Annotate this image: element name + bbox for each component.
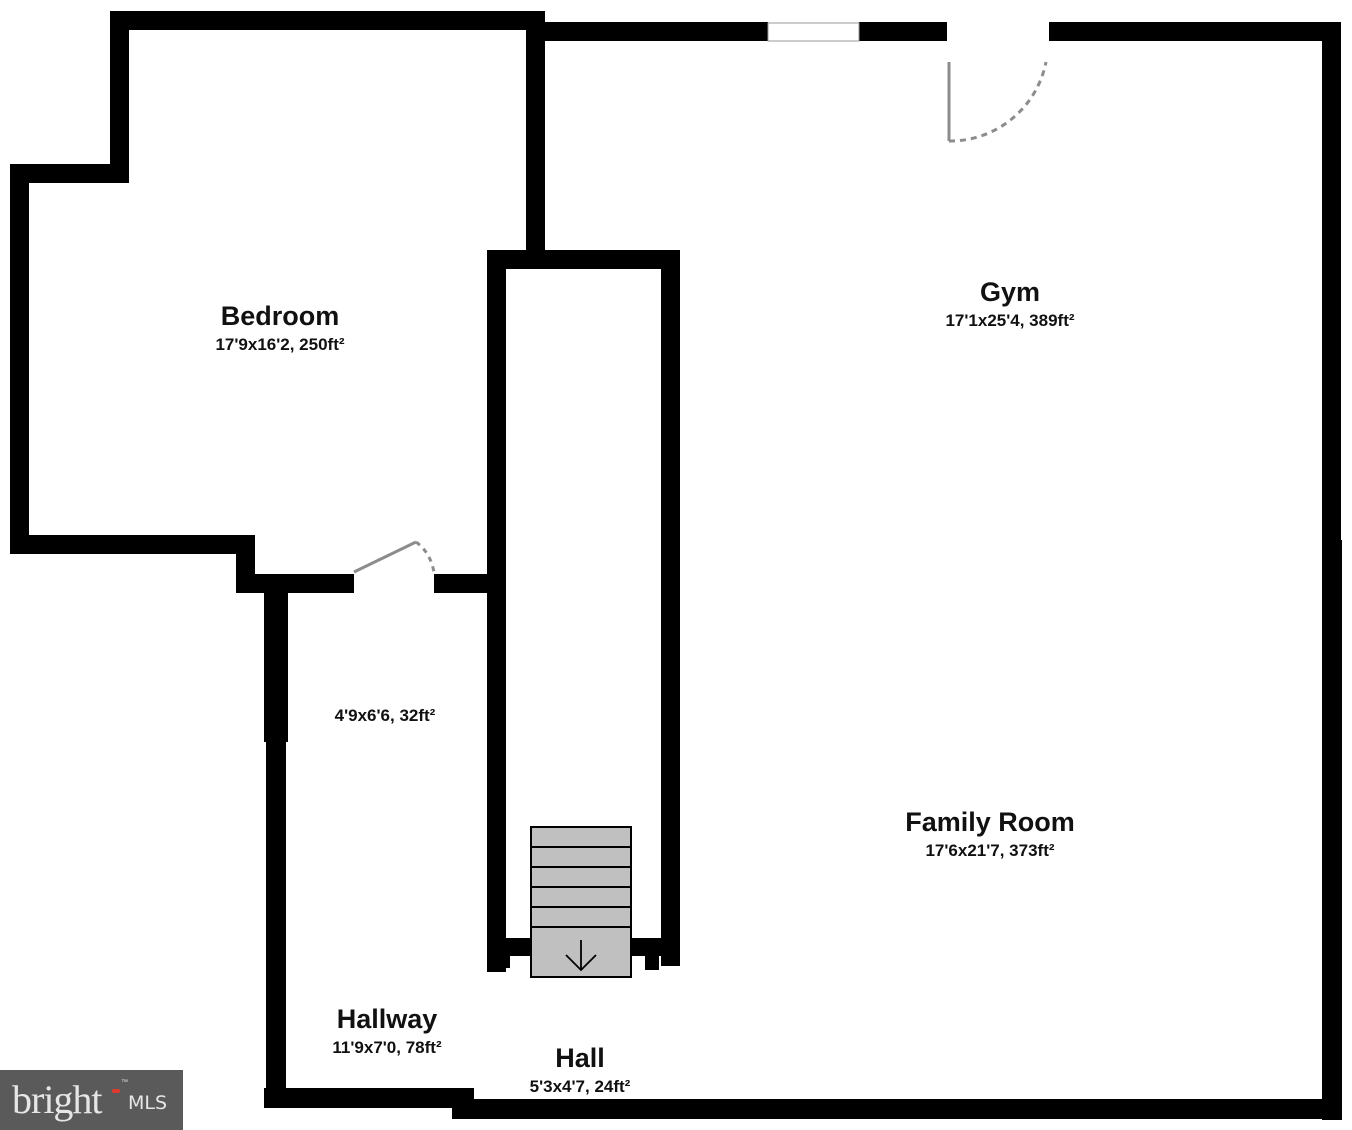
room-name: Bedroom: [220, 301, 340, 331]
gym-window: [767, 22, 860, 42]
room-name: Hallway: [336, 1004, 438, 1034]
room-label-bedroom: Bedroom 17'9x16'2, 250ft²: [215, 301, 344, 356]
room-name: Hall: [555, 1043, 605, 1073]
gym-door[interactable]: [947, 61, 1048, 143]
room-name: Family Room: [905, 807, 1075, 837]
room-name: Gym: [979, 277, 1041, 307]
room-label-hallway: Hallway 11'9x7'0, 78ft²: [332, 1004, 441, 1059]
logo-spark-icon: [112, 1089, 120, 1093]
room-dimensions: 17'1x25'4, 389ft²: [945, 311, 1075, 330]
logo-suffix-text: MLS: [128, 1092, 168, 1114]
logo-trademark: ™: [121, 1079, 128, 1086]
room-label-hall: Hall 5'3x4'7, 24ft²: [525, 1043, 635, 1098]
room-label-gym: Gym 17'1x25'4, 389ft²: [945, 277, 1074, 332]
room-dimensions: 17'6x21'7, 373ft²: [925, 841, 1055, 860]
room-label-family-room: Family Room 17'6x21'7, 373ft²: [905, 807, 1075, 862]
room-dimensions: 5'3x4'7, 24ft²: [525, 1076, 635, 1098]
stair-enclosure-walls: [487, 250, 680, 972]
hallway-walls: [264, 590, 288, 1108]
room-dimensions: 11'9x7'0, 78ft²: [332, 1038, 442, 1057]
stairs-down-arrow-icon: [565, 940, 597, 972]
main-walls: [264, 22, 1342, 1120]
bedroom-walls: [10, 11, 545, 593]
room-dimensions: 17'9x16'2, 250ft²: [215, 335, 345, 354]
room-label-closet: 4'9x6'6, 32ft²: [334, 706, 436, 725]
bedroom-door[interactable]: [353, 540, 436, 574]
logo-brand-text: bright: [12, 1077, 103, 1122]
bright-mls-logo: bright ™ MLS: [0, 1070, 183, 1130]
